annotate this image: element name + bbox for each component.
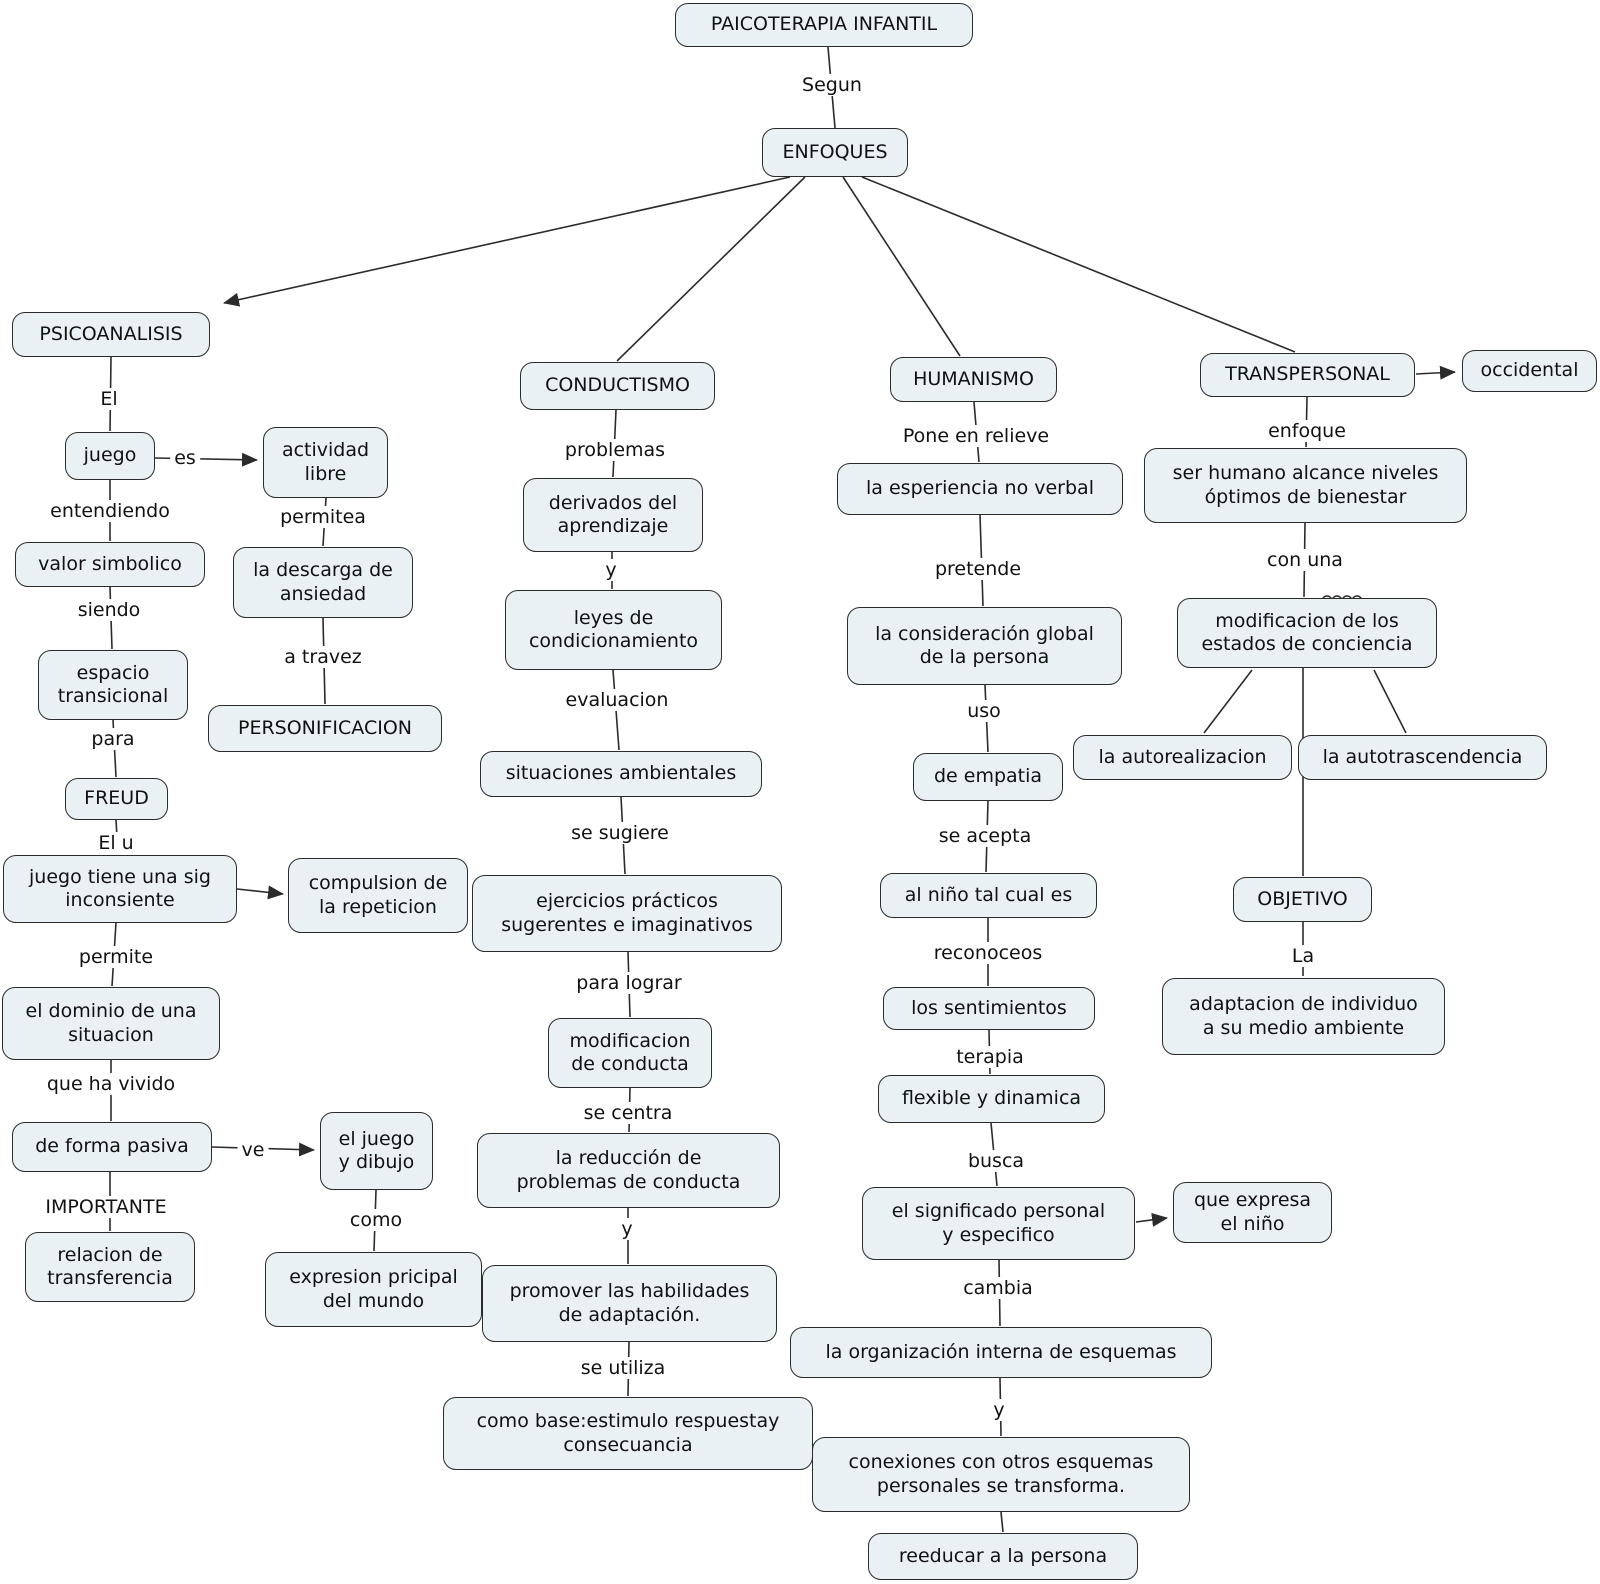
node-transpersonal: TRANSPERSONAL — [1200, 353, 1415, 397]
node-de-empatia: de empatia — [913, 753, 1063, 801]
node-flexible-y-dinamica: flexible y dinamica — [878, 1075, 1105, 1123]
edge-transpersonal--occidental — [1415, 365, 1456, 380]
node-como-base-estimulo: como base:estimulo respuestay consecuanc… — [443, 1397, 813, 1470]
node-paicoterapia-infantil: PAICOTERAPIA INFANTIL — [675, 3, 973, 47]
node-juego: juego — [65, 432, 155, 480]
edge-conexiones-esquemas--reeducar-persona — [1000, 1511, 1004, 1533]
link-label-para-lograr: para lograr — [572, 972, 686, 994]
link-label-cambia: cambia — [959, 1277, 1037, 1299]
link-label-entendiendo: entendiendo — [46, 500, 174, 522]
node-freud: FREUD — [65, 778, 168, 820]
node-personificacion: PERSONIFICACION — [208, 705, 442, 752]
link-label-siendo: siendo — [73, 599, 145, 621]
node-la-autotrascendencia: la autotrascendencia — [1298, 735, 1547, 780]
link-label-problemas: problemas — [560, 439, 670, 461]
link-label-y-1: y — [601, 559, 621, 581]
node-reduccion-problemas: la reducción de problemas de conducta — [477, 1133, 780, 1208]
node-los-sentimientos: los sentimientos — [883, 987, 1095, 1030]
link-label-con-una: con una — [1263, 549, 1347, 571]
node-que-expresa-el-nino: que expresa el niño — [1173, 1182, 1332, 1243]
node-juego-sig-inconsiente: juego tiene una sig inconsiente — [3, 855, 237, 923]
link-label-el-u: El u — [94, 832, 138, 854]
edge-significado-personal--que-expresa-el-nino — [1135, 1212, 1168, 1227]
node-esperiencia-no-verbal: la esperiencia no verbal — [837, 463, 1123, 515]
node-humanismo: HUMANISMO — [890, 357, 1057, 402]
node-organizacion-interna: la organización interna de esquemas — [790, 1327, 1212, 1378]
node-ser-humano-bienestar: ser humano alcance niveles óptimos de bi… — [1144, 448, 1467, 523]
edge-enfoques--conductismo — [616, 176, 806, 362]
link-label-se-acepta: se acepta — [934, 825, 1036, 847]
link-label-se-sugiere: se sugiere — [567, 822, 673, 844]
node-el-juego-y-dibujo: el juego y dibujo — [320, 1112, 433, 1190]
node-modificacion-estados: modificacion de los estados de concienci… — [1177, 598, 1437, 668]
link-label-y-2: y — [617, 1218, 637, 1240]
node-promover-habilidades: promover las habilidades de adaptación. — [482, 1265, 777, 1342]
node-conductismo: CONDUCTISMO — [520, 362, 715, 410]
link-label-para: para — [87, 728, 139, 750]
node-modificacion-conducta: modificacion de conducta — [548, 1018, 712, 1088]
node-occidental: occidental — [1462, 350, 1597, 392]
node-situaciones-ambientales: situaciones ambientales — [480, 751, 762, 797]
edge-modificacion-estados--la-autotrascendencia — [1373, 669, 1407, 734]
link-label-ve: ve — [237, 1139, 269, 1161]
link-label-evaluacion: evaluacion — [561, 689, 673, 711]
node-valor-simbolico: valor simbolico — [15, 542, 205, 587]
link-label-se-centra: se centra — [579, 1102, 677, 1124]
link-label-a-travez: a travez — [280, 646, 366, 668]
node-ejercicios-practicos: ejercicios prácticos sugerentes e imagin… — [472, 875, 782, 952]
link-label-terapia: terapia — [952, 1046, 1028, 1068]
node-adaptacion-individuo: adaptacion de individuo a su medio ambie… — [1162, 978, 1445, 1055]
node-de-forma-pasiva: de forma pasiva — [12, 1122, 212, 1172]
node-derivados-aprendizaje: derivados del aprendizaje — [523, 478, 703, 552]
link-label-la: La — [1287, 945, 1319, 967]
node-psicoanalisis: PSICOANALISIS — [12, 312, 210, 357]
link-label-como: como — [345, 1209, 407, 1231]
link-label-reconoceos: reconoceos — [929, 942, 1047, 964]
node-actividad-libre: actividad libre — [263, 427, 388, 498]
node-espacio-transicional: espacio transicional — [38, 650, 188, 720]
edge-juego-sig-inconsiente--compulsion-repeticion — [236, 885, 284, 900]
node-enfoques: ENFOQUES — [762, 128, 908, 177]
node-leyes-condicionamiento: leyes de condicionamiento — [505, 590, 722, 670]
link-label-se-utiliza: se utiliza — [576, 1357, 670, 1379]
node-reeducar-persona: reeducar a la persona — [868, 1533, 1138, 1580]
link-label-enfoque: enfoque — [1264, 420, 1350, 442]
node-compulsion-repeticion: compulsion de la repeticion — [288, 858, 468, 933]
edge-enfoques--psicoanalisis — [223, 176, 791, 307]
link-label-que-ha-vivido: que ha vivido — [42, 1073, 180, 1095]
node-expresion-pricipal: expresion pricipal del mundo — [265, 1252, 482, 1327]
link-label-uso: uso — [963, 700, 1005, 722]
link-label-pone-en-relieve: Pone en relieve — [898, 425, 1054, 447]
node-relacion-transferencia: relacion de transferencia — [25, 1232, 195, 1302]
edge-enfoques--transpersonal — [861, 176, 1296, 353]
link-label-pretende: pretende — [930, 558, 1026, 580]
node-la-autorealizacion: la autorealizacion — [1073, 735, 1292, 780]
node-nino-tal-cual-es: al niño tal cual es — [880, 873, 1097, 918]
node-conexiones-esquemas: conexiones con otros esquemas personales… — [812, 1437, 1190, 1512]
node-significado-personal: el significado personal y especifico — [862, 1187, 1135, 1260]
link-label-busca: busca — [963, 1150, 1029, 1172]
link-label-importante: IMPORTANTE — [41, 1196, 171, 1218]
edge-enfoques--humanismo — [842, 176, 961, 357]
link-label-el: El — [96, 388, 122, 410]
node-dominio-situacion: el dominio de una situacion — [2, 987, 220, 1060]
link-label-es: es — [170, 447, 200, 469]
node-descarga-ansiedad: la descarga de ansiedad — [233, 547, 413, 618]
node-objetivo: OBJETIVO — [1233, 877, 1372, 922]
link-label-permite: permite — [74, 946, 158, 968]
edge-modificacion-estados--la-autorealizacion — [1203, 669, 1253, 734]
link-label-y-3: y — [989, 1399, 1009, 1421]
link-label-permitea: permitea — [276, 506, 370, 528]
node-consideracion-global: la consideración global de la persona — [847, 607, 1122, 685]
link-label-segun: Segun — [798, 74, 866, 96]
